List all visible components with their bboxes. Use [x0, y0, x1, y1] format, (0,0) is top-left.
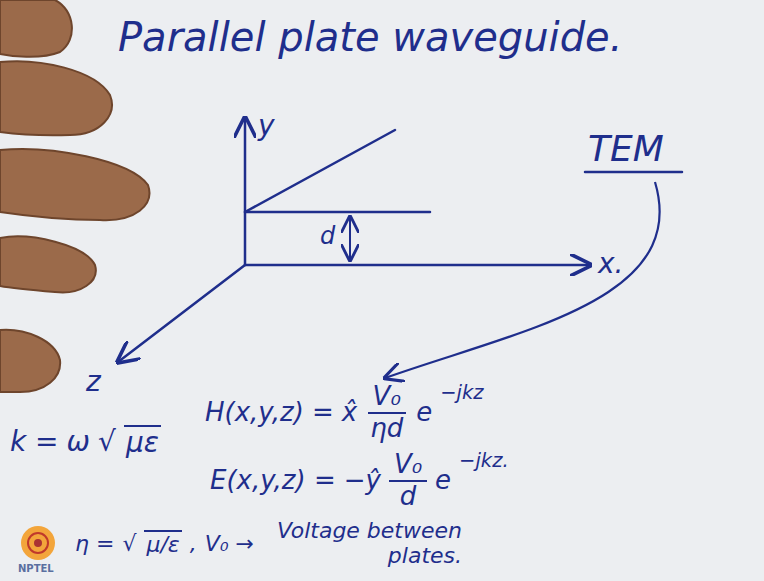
- equation-term: √: [122, 531, 136, 556]
- radicand: μ/ε: [144, 530, 181, 557]
- logo: [21, 526, 55, 560]
- equation-term: H(x,y,z) =: [205, 398, 334, 428]
- equation-term: k =: [10, 426, 59, 458]
- equation-term: −ŷ: [344, 466, 381, 496]
- fraction: V₀ηd: [365, 382, 408, 444]
- mode-label: TEM: [588, 128, 664, 169]
- exponent: −jkz.: [459, 450, 508, 472]
- denominator: ηd: [365, 414, 408, 444]
- fraction: V₀d: [389, 450, 427, 512]
- exponent: −jkz: [440, 382, 483, 404]
- axis-label: y: [258, 110, 275, 142]
- impedance-note: η = √ μ/ε, V₀ → Voltage between plates.: [75, 518, 462, 569]
- note-text: Voltage between plates.: [262, 518, 462, 569]
- equation-term: E(x,y,z) =: [210, 466, 336, 496]
- pointer-arrow: [385, 182, 660, 378]
- axis-label: z: [86, 366, 101, 398]
- slide-title: Parallel plate waveguide.: [118, 14, 622, 60]
- magnetic-field-equation: H(x,y,z) =x̂V₀ηde−jkz: [205, 382, 484, 444]
- numerator: V₀: [368, 382, 406, 414]
- axes: [118, 118, 590, 362]
- wavenumber-equation: k =ω√με: [10, 425, 161, 459]
- equation-term: e: [416, 398, 432, 428]
- equation-term: ω: [67, 426, 90, 458]
- gap-label: d: [320, 223, 335, 251]
- equation-term: √: [98, 426, 116, 458]
- equation-term: ,: [190, 531, 197, 556]
- axis-label: x.: [598, 248, 623, 280]
- electric-field-equation: E(x,y,z) =−ŷV₀de−jkz.: [210, 450, 509, 512]
- equation-term: x̂: [342, 398, 357, 428]
- numerator: V₀: [389, 450, 427, 482]
- underline: [585, 171, 682, 174]
- denominator: d: [395, 482, 422, 512]
- gap-arrow: [349, 217, 351, 260]
- equation-term: e: [435, 466, 451, 496]
- radicand: με: [124, 425, 161, 459]
- upper-plate: [245, 130, 430, 212]
- logo-text: NPTEL: [18, 563, 54, 575]
- equation-term: V₀ →: [205, 531, 254, 556]
- equation-term: η =: [75, 531, 114, 556]
